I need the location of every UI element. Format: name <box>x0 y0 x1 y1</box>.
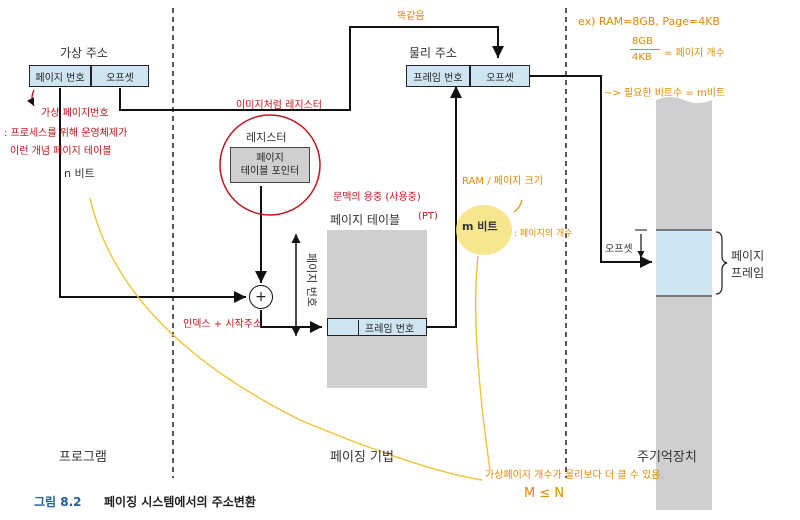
memory-column <box>656 97 712 510</box>
note-page-count-2: : 페이지의 개수 <box>514 229 573 239</box>
note-index-start: 인덱스 + 시작주소 <box>183 319 263 330</box>
m-bits-highlight <box>456 205 512 255</box>
page-number-axis-label: 페이지 번호 <box>305 252 318 308</box>
physical-to-memory-arrow <box>530 75 652 268</box>
adder-to-table-arrow <box>260 310 322 333</box>
physical-frame-number-box: 프레임 번호 <box>406 65 470 87</box>
virtual-page-number-box: 페이지 번호 <box>29 65 91 87</box>
virtual-offset-box: 오프셋 <box>91 65 149 87</box>
section-paging: 페이징 기법 <box>330 450 394 465</box>
m-le-n-curve <box>89 197 483 481</box>
offset-arrow <box>119 26 504 111</box>
note-ram-over-page: RAM / 페이지 크기 <box>462 176 543 187</box>
section-memory: 주기억장치 <box>637 450 697 465</box>
memory-page-frame <box>656 231 712 295</box>
register-title: 레지스터 <box>246 131 287 144</box>
page-number-arrow <box>59 88 246 303</box>
page-table-entry-label: 프레임 번호 <box>358 319 426 335</box>
page-frame-label: 페이지 프레임 <box>731 249 765 280</box>
note-page-count: = 페이지 개수 <box>664 48 725 59</box>
frame-number-arrow <box>427 86 462 328</box>
memory-offset-label: 오프셋 <box>605 244 633 255</box>
adder-node: + <box>249 285 273 309</box>
m-bits-label: m 비트 <box>462 220 498 233</box>
note-context: 문맥의 용중 (사용중) <box>333 192 421 203</box>
physical-address-title: 물리 주소 <box>409 46 457 60</box>
page-table-pointer-box: 페이지 테이블 포인터 <box>230 147 310 183</box>
page-table-title: 페이지 테이블 <box>330 213 401 227</box>
figure-number: 그림 8.2 <box>34 495 82 509</box>
page-table-entry: 프레임 번호 <box>327 318 427 336</box>
register-circle <box>219 114 321 216</box>
physical-offset-box: 오프셋 <box>470 65 530 87</box>
note-register: 이미지처럼 레지스터 <box>236 100 322 111</box>
note-pt: (PT) <box>418 211 438 222</box>
note-virtual-page-number: 가상 페이지번호 <box>41 108 109 119</box>
note-same: 똑같음 <box>397 11 425 22</box>
note-page-table-concept: 이런 개념 페이지 테이블 <box>10 146 112 157</box>
virtual-address-title: 가상 주소 <box>60 46 108 60</box>
frame-brace <box>715 231 728 295</box>
section-program: 프로그램 <box>59 450 107 465</box>
note-ex-ram: ex) RAM=8GB, Page=4KB <box>578 15 720 28</box>
note-virtual-larger: 가상페이지 개수가 물리보다 더 클 수 있음. <box>485 470 664 481</box>
note-process-os: : 프로세스를 위해 운영체제가 <box>4 128 128 139</box>
n-bits-label: n 비트 <box>64 167 95 180</box>
figure-title: 페이징 시스템에서의 주소변환 <box>104 495 256 509</box>
page-table-body <box>327 230 427 388</box>
note-needed-bits: ~> 필요한 비트수 = m비트 <box>604 88 726 99</box>
note-8gb: 8GB <box>632 36 653 47</box>
note-m-le-n: M ≤ N <box>524 486 565 501</box>
note-4kb: 4KB <box>632 52 652 63</box>
